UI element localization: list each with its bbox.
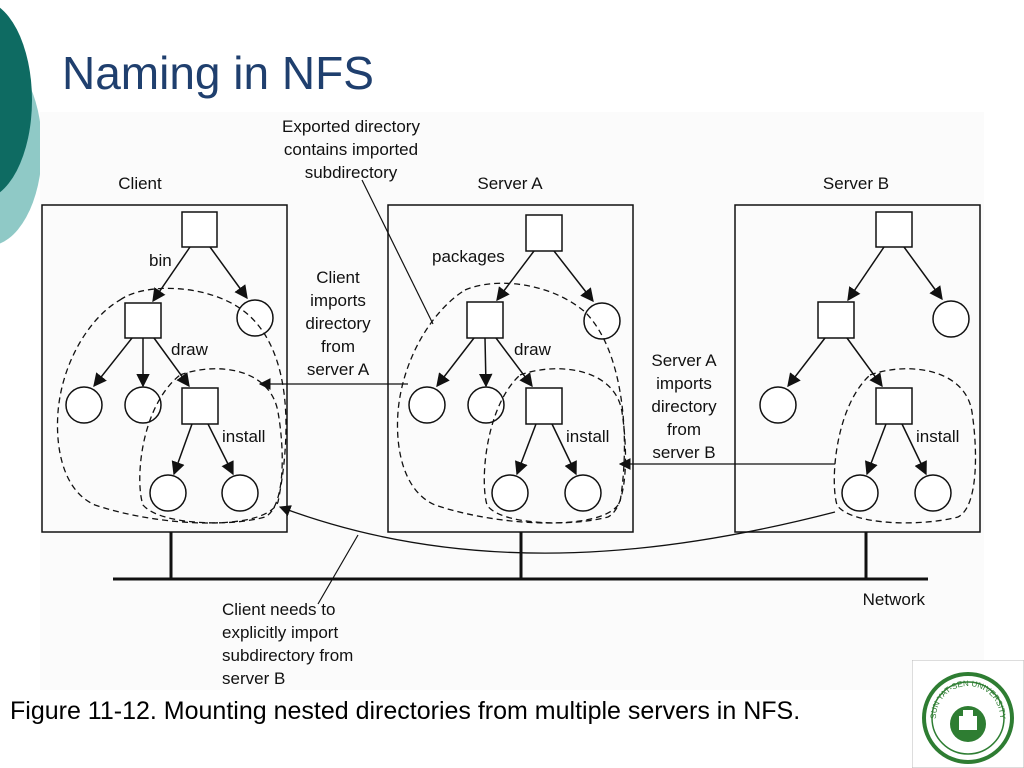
client-explicit-import-arrow	[278, 505, 836, 554]
client-edge	[152, 246, 191, 303]
server-a-file-node	[583, 302, 621, 340]
server-a-edge	[478, 337, 493, 388]
client-label: Client	[118, 174, 162, 193]
server-a-install-label: install	[566, 427, 609, 446]
server-b-file-node	[914, 474, 952, 512]
client-edge	[153, 337, 190, 388]
client-edge	[209, 246, 248, 300]
client-edge	[171, 423, 193, 476]
decorative-arc-icon	[0, 7, 42, 244]
server-b-edge	[903, 246, 943, 301]
client-bin-node	[124, 302, 162, 339]
client-needs-pointer	[317, 534, 359, 605]
client-file-node	[65, 386, 103, 424]
server-b-box	[734, 204, 981, 533]
server-a-packages-label: packages	[432, 247, 505, 266]
server-a-edge	[551, 423, 577, 476]
server-a-edge	[436, 337, 475, 388]
server-b-dir-node	[817, 301, 855, 339]
client-box	[41, 204, 288, 533]
server-b-edge	[847, 246, 885, 302]
annotation-line: from	[667, 420, 701, 439]
server-a-edge	[496, 250, 535, 302]
nfs-diagram: Client bin draw install Server A	[40, 112, 984, 690]
client-install-label: install	[222, 427, 265, 446]
client-draw-label: draw	[171, 340, 209, 359]
server-a-file-node	[491, 474, 529, 512]
slide-title: Naming in NFS	[62, 47, 374, 99]
client-needs-annotation: Client needs to explicitly import subdir…	[222, 600, 353, 688]
annotation-line: server A	[307, 360, 370, 379]
annotation-line: Client needs to	[222, 600, 335, 619]
server-a-edge	[553, 250, 594, 303]
exported-directory-pointer	[361, 179, 434, 325]
server-a-draw-node	[525, 387, 563, 425]
server-b-root-node	[875, 211, 913, 248]
server-b-install-node	[875, 387, 913, 425]
server-a-root-node	[525, 214, 563, 252]
annotation-line: Exported directory	[282, 117, 420, 136]
client-file-node	[236, 299, 274, 337]
server-b-install-label: install	[916, 427, 959, 446]
annotation-line: directory	[651, 397, 717, 416]
annotation-line: contains imported	[284, 140, 418, 159]
client-imports-annotation: Client imports directory from server A	[305, 268, 371, 379]
annotation-line: subdirectory from	[222, 646, 353, 665]
university-seal-icon: SUN YAT-SEN UNIVERSITY	[912, 660, 1024, 768]
annotation-line: imports	[310, 291, 366, 310]
figure-caption: Figure 11-12. Mounting nested directorie…	[10, 697, 801, 725]
annotation-line: Server A	[651, 351, 717, 370]
annotation-line: server B	[652, 443, 715, 462]
annotation-line: server B	[222, 669, 285, 688]
server-a-label: Server A	[477, 174, 543, 193]
server-b-label: Server B	[823, 174, 889, 193]
server-a-file-node	[408, 386, 446, 424]
client-bin-label: bin	[149, 251, 172, 270]
annotation-line: from	[321, 337, 355, 356]
client-root-node	[181, 211, 218, 248]
server-a-edge	[515, 423, 537, 476]
dark-arc-shape	[0, 7, 32, 193]
server-b-edge	[901, 423, 927, 476]
server-a-nested-mount-outline	[483, 368, 627, 524]
annotation-line: subdirectory	[305, 163, 398, 182]
server-b-file-node	[759, 386, 797, 424]
server-a-box	[387, 204, 634, 533]
client-file-node	[149, 474, 187, 512]
client-file-node	[124, 386, 162, 424]
client-file-node	[221, 474, 259, 512]
server-b-file-node	[841, 474, 879, 512]
server-a-packages-node	[466, 301, 504, 339]
network-label: Network	[863, 590, 926, 609]
server-a-imports-annotation: Server A imports directory from server B	[651, 351, 717, 462]
client-edge	[207, 423, 234, 476]
server-b-edge	[846, 337, 883, 388]
annotation-line: Client	[316, 268, 360, 287]
annotation-line: explicitly import	[222, 623, 338, 642]
server-a-file-node	[467, 386, 505, 424]
server-b-file-node	[932, 300, 970, 338]
server-a-file-node	[564, 474, 602, 512]
server-b-edge	[787, 337, 826, 388]
server-a-draw-label: draw	[514, 340, 552, 359]
exported-directory-annotation: Exported directory contains imported sub…	[282, 117, 420, 182]
server-b-export-outline	[833, 368, 977, 524]
client-draw-node	[181, 387, 219, 425]
client-edge	[93, 337, 133, 388]
annotation-line: imports	[656, 374, 712, 393]
server-a-edge	[495, 337, 533, 388]
annotation-line: directory	[305, 314, 371, 333]
server-b-edge	[865, 423, 887, 476]
